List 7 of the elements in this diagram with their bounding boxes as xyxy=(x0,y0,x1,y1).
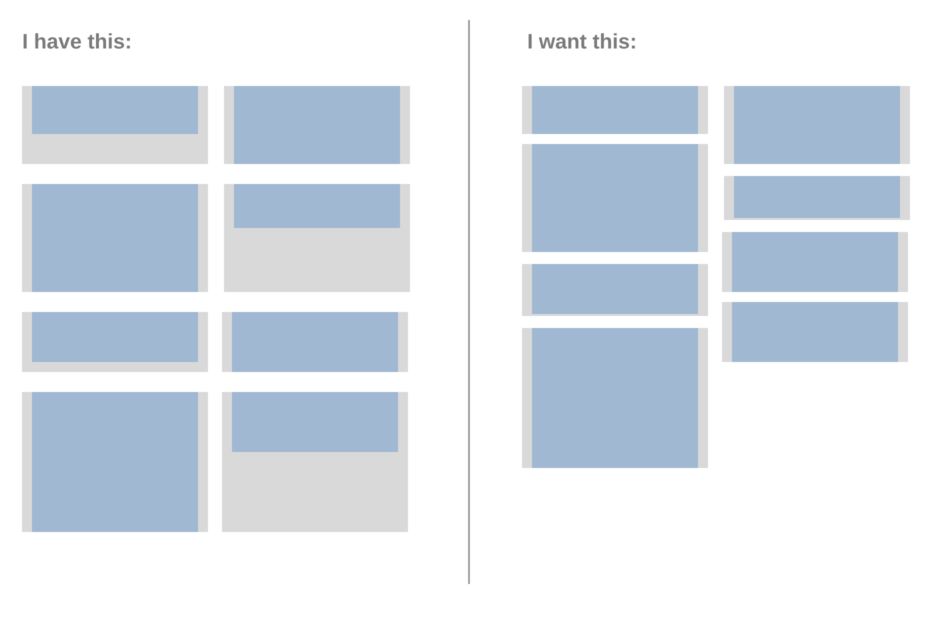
content-block xyxy=(32,312,198,362)
content-block xyxy=(734,176,900,218)
heading: I want this: xyxy=(528,33,635,49)
heading: I have this: xyxy=(24,33,130,49)
content-block xyxy=(234,184,400,228)
content-block xyxy=(32,86,198,134)
content-block xyxy=(232,392,398,452)
